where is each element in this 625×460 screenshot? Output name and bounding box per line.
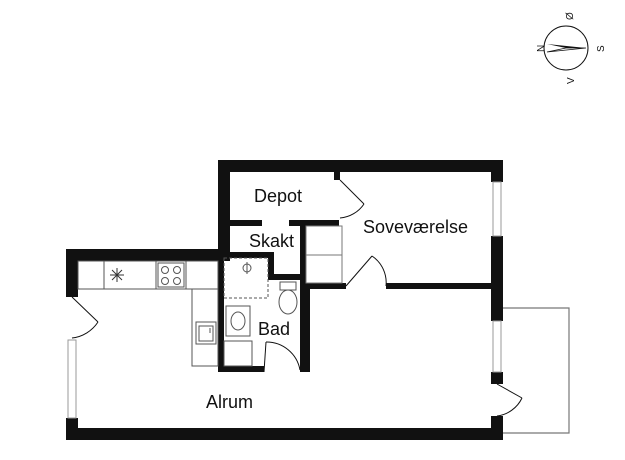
stove-icon <box>157 262 185 288</box>
balcony-outline <box>502 307 570 434</box>
room-label-depot: Depot <box>254 186 302 206</box>
bathroom-shelf <box>223 340 253 367</box>
wall-skakt-right <box>300 220 306 289</box>
window-sovevaerelse <box>492 181 502 237</box>
wall-top-kitchen <box>66 249 230 261</box>
wall-bad-right <box>300 283 310 372</box>
door-bad <box>263 341 301 373</box>
windows <box>67 181 502 419</box>
compass-north-label: N <box>536 45 547 52</box>
kitchen-counter-side <box>191 288 219 367</box>
snowflake-icon <box>110 268 124 282</box>
compass-needle-south <box>546 47 587 53</box>
bathroom-fixtures <box>223 257 298 367</box>
wall-right-lower <box>491 372 503 384</box>
wall-left-upper <box>218 160 230 260</box>
wall-right-middle <box>491 236 503 321</box>
balcony <box>502 307 570 434</box>
wall-bad-bottom <box>218 366 264 372</box>
toilet-icon <box>278 281 298 315</box>
wall-depot-bottom-right <box>289 220 339 226</box>
compass-west-label: V <box>566 77 577 84</box>
door-balcony <box>496 383 523 417</box>
compass-needle-north <box>547 44 586 48</box>
interior-walls <box>218 172 494 372</box>
compass-ring <box>543 25 589 71</box>
wall-left-top <box>66 249 78 297</box>
window-alrum-left <box>67 339 77 419</box>
wall-bedroom-bottom <box>386 283 494 289</box>
room-label-skakt: Skakt <box>249 231 294 251</box>
door-depot <box>339 179 365 219</box>
compass-east-label: Ø <box>565 12 576 20</box>
washbasin-icon <box>225 305 251 337</box>
wall-top-upper <box>218 160 503 172</box>
wall-right-bottom <box>491 416 503 440</box>
exterior-walls <box>66 160 503 440</box>
room-label-sovevaerelse: Soveværelse <box>363 217 468 237</box>
kitchen <box>77 260 219 367</box>
kitchen-sink-icon <box>195 321 217 345</box>
wall-depot-bottom-left <box>230 220 262 226</box>
compass: N Ø S V <box>536 12 607 84</box>
wall-right-top <box>491 160 503 182</box>
shower-icon <box>223 257 269 299</box>
wall-bedroom-bottom-left <box>300 283 346 289</box>
window-alrum-right <box>492 320 502 373</box>
compass-south-label: S <box>596 45 607 52</box>
wall-depot-right <box>334 172 340 180</box>
door-bedroom <box>345 255 387 287</box>
wall-skakt-bottom <box>218 252 274 258</box>
room-label-alrum: Alrum <box>206 392 253 412</box>
wall-bad-left <box>218 252 224 372</box>
door-entrance <box>71 296 99 339</box>
room-label-bad: Bad <box>258 319 290 339</box>
doors <box>71 179 523 417</box>
wall-skakt-inner <box>268 252 274 278</box>
wall-skakt-inner-bottom <box>268 274 306 280</box>
kitchen-counter-top <box>77 260 219 290</box>
wall-bottom <box>66 428 503 440</box>
